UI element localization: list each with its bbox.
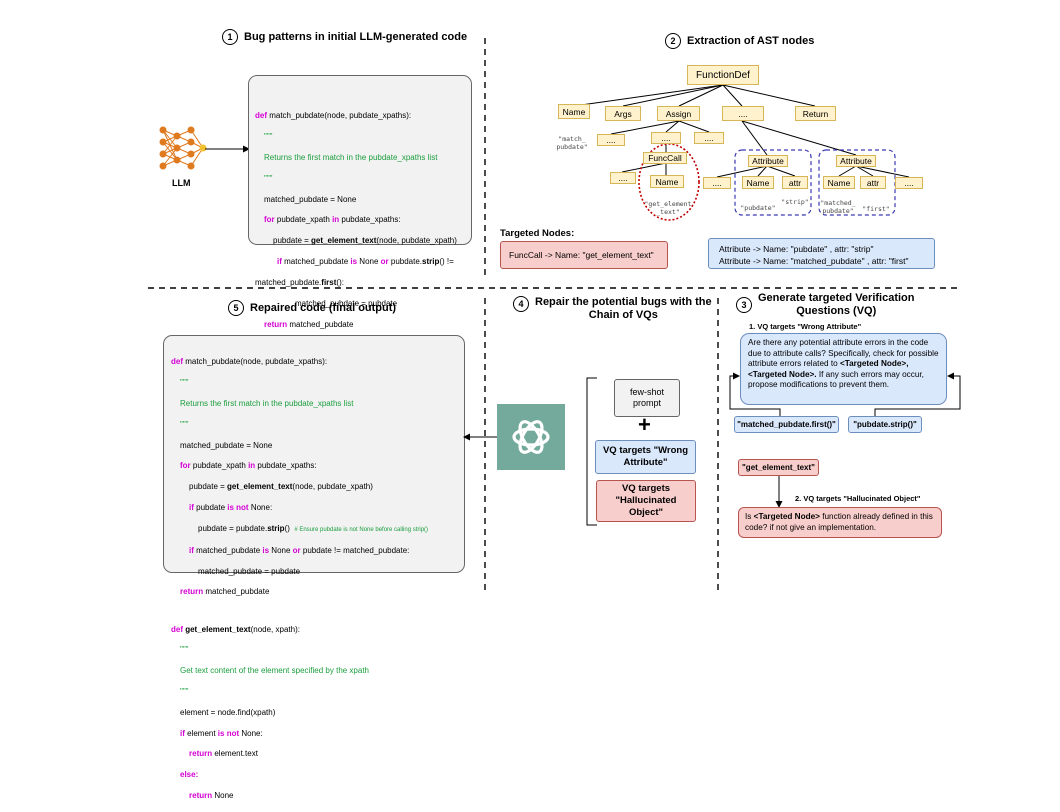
vq1-title: 1. VQ targets "Wrong Attribute": [749, 322, 862, 331]
vq-hallucinated-object-box: VQ targets "Hallucinated Object": [596, 480, 696, 522]
vq1-node-pubdate-strip: "pubdate.strip()": [848, 416, 922, 433]
vq-wrong-attribute-text: VQ targets "Wrong Attribute": [602, 445, 689, 468]
vq1-text-a: Are there any potential attribute errors…: [748, 338, 939, 368]
ast-node-funccall-name: Name: [650, 175, 684, 188]
ast-node-dots: ....: [651, 132, 681, 144]
ast-node-args: Args: [605, 106, 641, 121]
vq2-targeted-node: <Targeted Node>: [753, 512, 820, 521]
chain-bracket: [586, 377, 597, 526]
section-title-line1: Repair the potential bugs with the: [535, 296, 712, 308]
ast-label-get-element-text: "get_element _text": [644, 200, 692, 216]
ast-label-pubdate: "pubdate": [740, 204, 776, 212]
section-title-line2: Chain of VQs: [588, 309, 658, 321]
fewshot-prompt-box: few-shot prompt: [614, 379, 680, 417]
section-title: Extraction of AST nodes: [687, 35, 815, 47]
initial-code: def match_pubdate(node, pubdate_xpaths):…: [255, 111, 457, 329]
ast-node-attr2-attr: attr: [860, 176, 886, 189]
ast-node-attr1-attr: attr: [782, 176, 808, 189]
ast-node-attr1-name: Name: [742, 176, 774, 189]
vq1-text-b: If any such errors may occur, propose mo…: [748, 369, 924, 390]
ast-node-name: Name: [558, 104, 590, 119]
arrow-icon: [463, 433, 499, 441]
ast-node-dots: ....: [722, 106, 764, 121]
step-number: 4: [513, 296, 529, 312]
vq2-title: 2. VQ targets "Hallucinated Object": [795, 494, 921, 503]
ast-node-attribute-1: Attribute: [748, 155, 788, 167]
ast-node-dots: ....: [895, 177, 923, 189]
ast-node-dots: ....: [694, 132, 724, 144]
vq-hallucinated-object-text: VQ targets "Hallucinated Object": [615, 483, 677, 518]
ast-node-attribute-2: Attribute: [836, 155, 876, 167]
ast-node-assign: Assign: [657, 106, 700, 121]
section-title: Bug patterns in initial LLM-generated co…: [244, 31, 468, 43]
ast-node-dots: ....: [610, 172, 636, 184]
neural-network-icon: [159, 126, 207, 170]
vq1-targeted-node: <Targeted Node>, <Targeted Node>.: [748, 359, 909, 379]
ast-label-matched-pubdate: "matched_ pubdate": [820, 199, 856, 215]
ast-label-strip: "strip": [781, 198, 809, 206]
ast-node-dots: ....: [703, 177, 731, 189]
vq1-node-matched-pubdate-first: "matched_pubdate.first()": [734, 416, 839, 433]
step-number: 3: [736, 297, 752, 313]
openai-logo-icon: [497, 404, 565, 470]
targeted-attribute-box: Attribute -> Name: "pubdate" , attr: "st…: [708, 238, 935, 269]
vq2-text-b: function already defined in this code? i…: [745, 512, 933, 532]
initial-code-box: [248, 75, 472, 245]
arrow-icon: [205, 145, 250, 153]
vq1-connector-lines: [729, 372, 961, 508]
ast-label-first: "first": [862, 205, 890, 213]
targeted-funccall-text: FuncCall -> Name: "get_element_text": [509, 250, 654, 260]
targeted-nodes-title: Targeted Nodes:: [500, 228, 575, 239]
section-title: Repaired code (final output): [250, 302, 397, 314]
section-title-line1: Generate targeted Verification: [758, 292, 915, 304]
section-5-header: 5 Repaired code (final output): [228, 300, 396, 316]
section-3-header: 3 Generate targeted Verification Questio…: [736, 292, 915, 318]
targeted-funccall-box: FuncCall -> Name: "get_element_text": [500, 241, 668, 269]
ast-label-match-pubdate: "match_ pubdate": [556, 135, 588, 151]
targeted-attr-line2: Attribute -> Name: "matched_pubdate" , a…: [719, 256, 909, 266]
targeted-attr-line1: Attribute -> Name: "pubdate" , attr: "st…: [719, 244, 874, 254]
divider-lines: [148, 38, 960, 595]
vq2-question-box: Is <Targeted Node> function already defi…: [738, 507, 942, 538]
ast-node-funccall: FuncCall: [643, 152, 687, 164]
section-2-header: 2 Extraction of AST nodes: [665, 33, 814, 49]
section-1-header: 1 Bug patterns in initial LLM-generated …: [222, 29, 467, 45]
vq2-text-a: Is: [745, 512, 754, 521]
ast-node-functiondef: FunctionDef: [687, 65, 759, 85]
section-4-header: 4 Repair the potential bugs with the Cha…: [513, 296, 712, 322]
fewshot-prompt-text: few-shot prompt: [629, 387, 664, 408]
ast-node-attr2-name: Name: [823, 176, 855, 189]
step-number: 2: [665, 33, 681, 49]
vq2-node-get-element-text: "get_element_text": [738, 459, 819, 476]
section-title-line2: Questions (VQ): [796, 305, 877, 317]
vq-wrong-attribute-box: VQ targets "Wrong Attribute": [595, 440, 696, 474]
plus-icon: +: [638, 412, 651, 437]
step-number: 1: [222, 29, 238, 45]
repaired-code-box: [163, 335, 465, 573]
step-number: 5: [228, 300, 244, 316]
vq1-question-box: Are there any potential attribute errors…: [740, 333, 947, 405]
ast-node-return: Return: [795, 106, 836, 121]
ast-node-dots: ....: [597, 134, 625, 146]
llm-label: LLM: [172, 178, 191, 188]
